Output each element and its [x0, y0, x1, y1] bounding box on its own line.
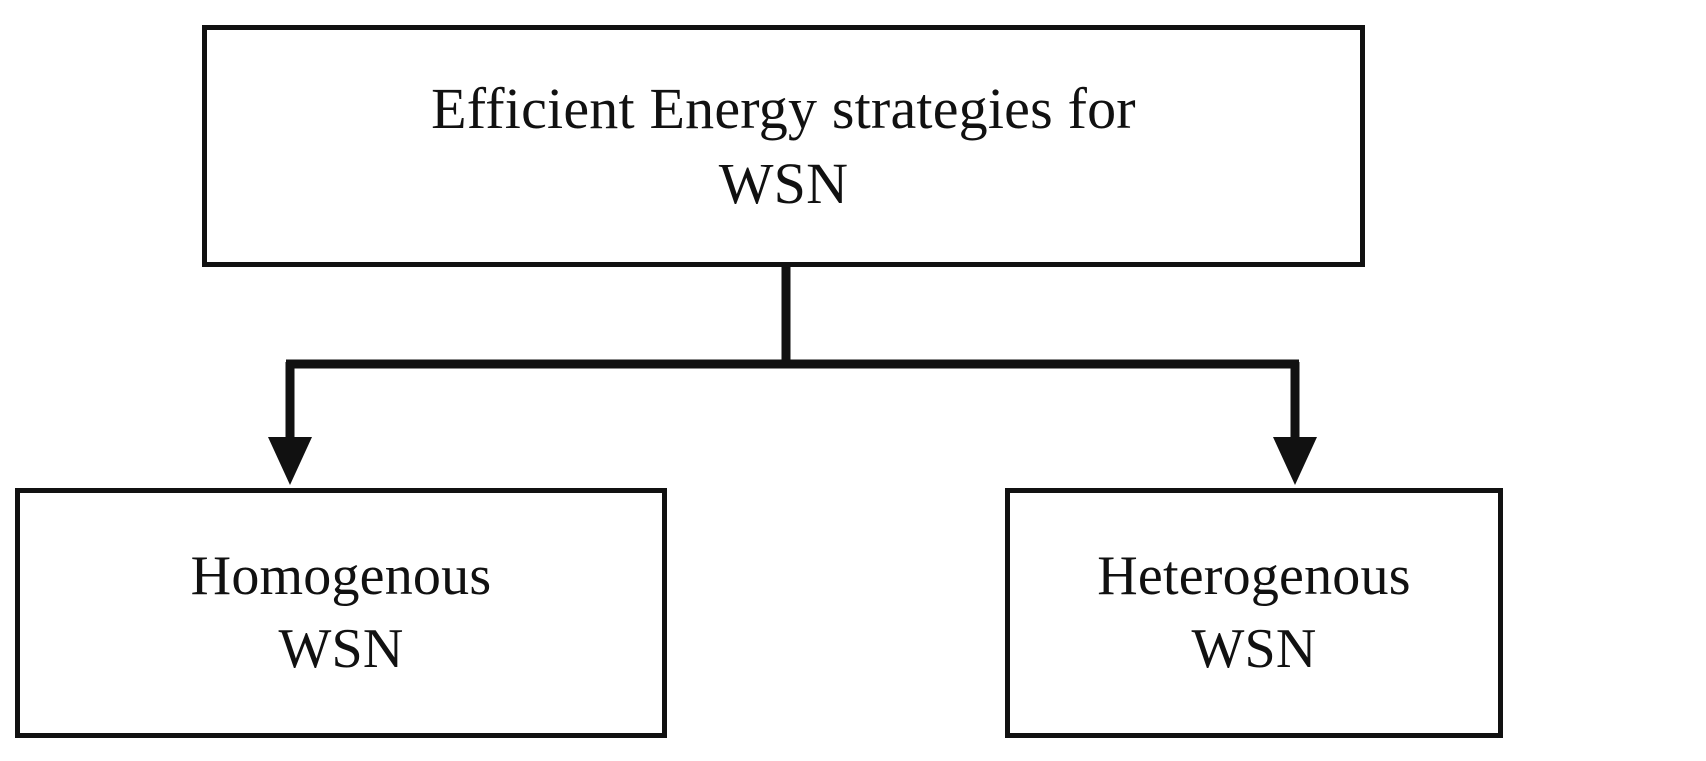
right-arrowhead-icon [1273, 437, 1317, 485]
node-heterogenous-wsn[interactable]: Heterogenous WSN [1005, 488, 1503, 738]
node-root-label: Efficient Energy strategies for WSN [431, 75, 1136, 216]
node-homogenous-wsn-label: Homogenous WSN [190, 545, 492, 680]
node-homogenous-wsn[interactable]: Homogenous WSN [15, 488, 667, 738]
left-arrowhead-icon [268, 437, 312, 485]
node-root[interactable]: Efficient Energy strategies for WSN [202, 25, 1365, 267]
node-heterogenous-wsn-label: Heterogenous WSN [1097, 545, 1411, 680]
